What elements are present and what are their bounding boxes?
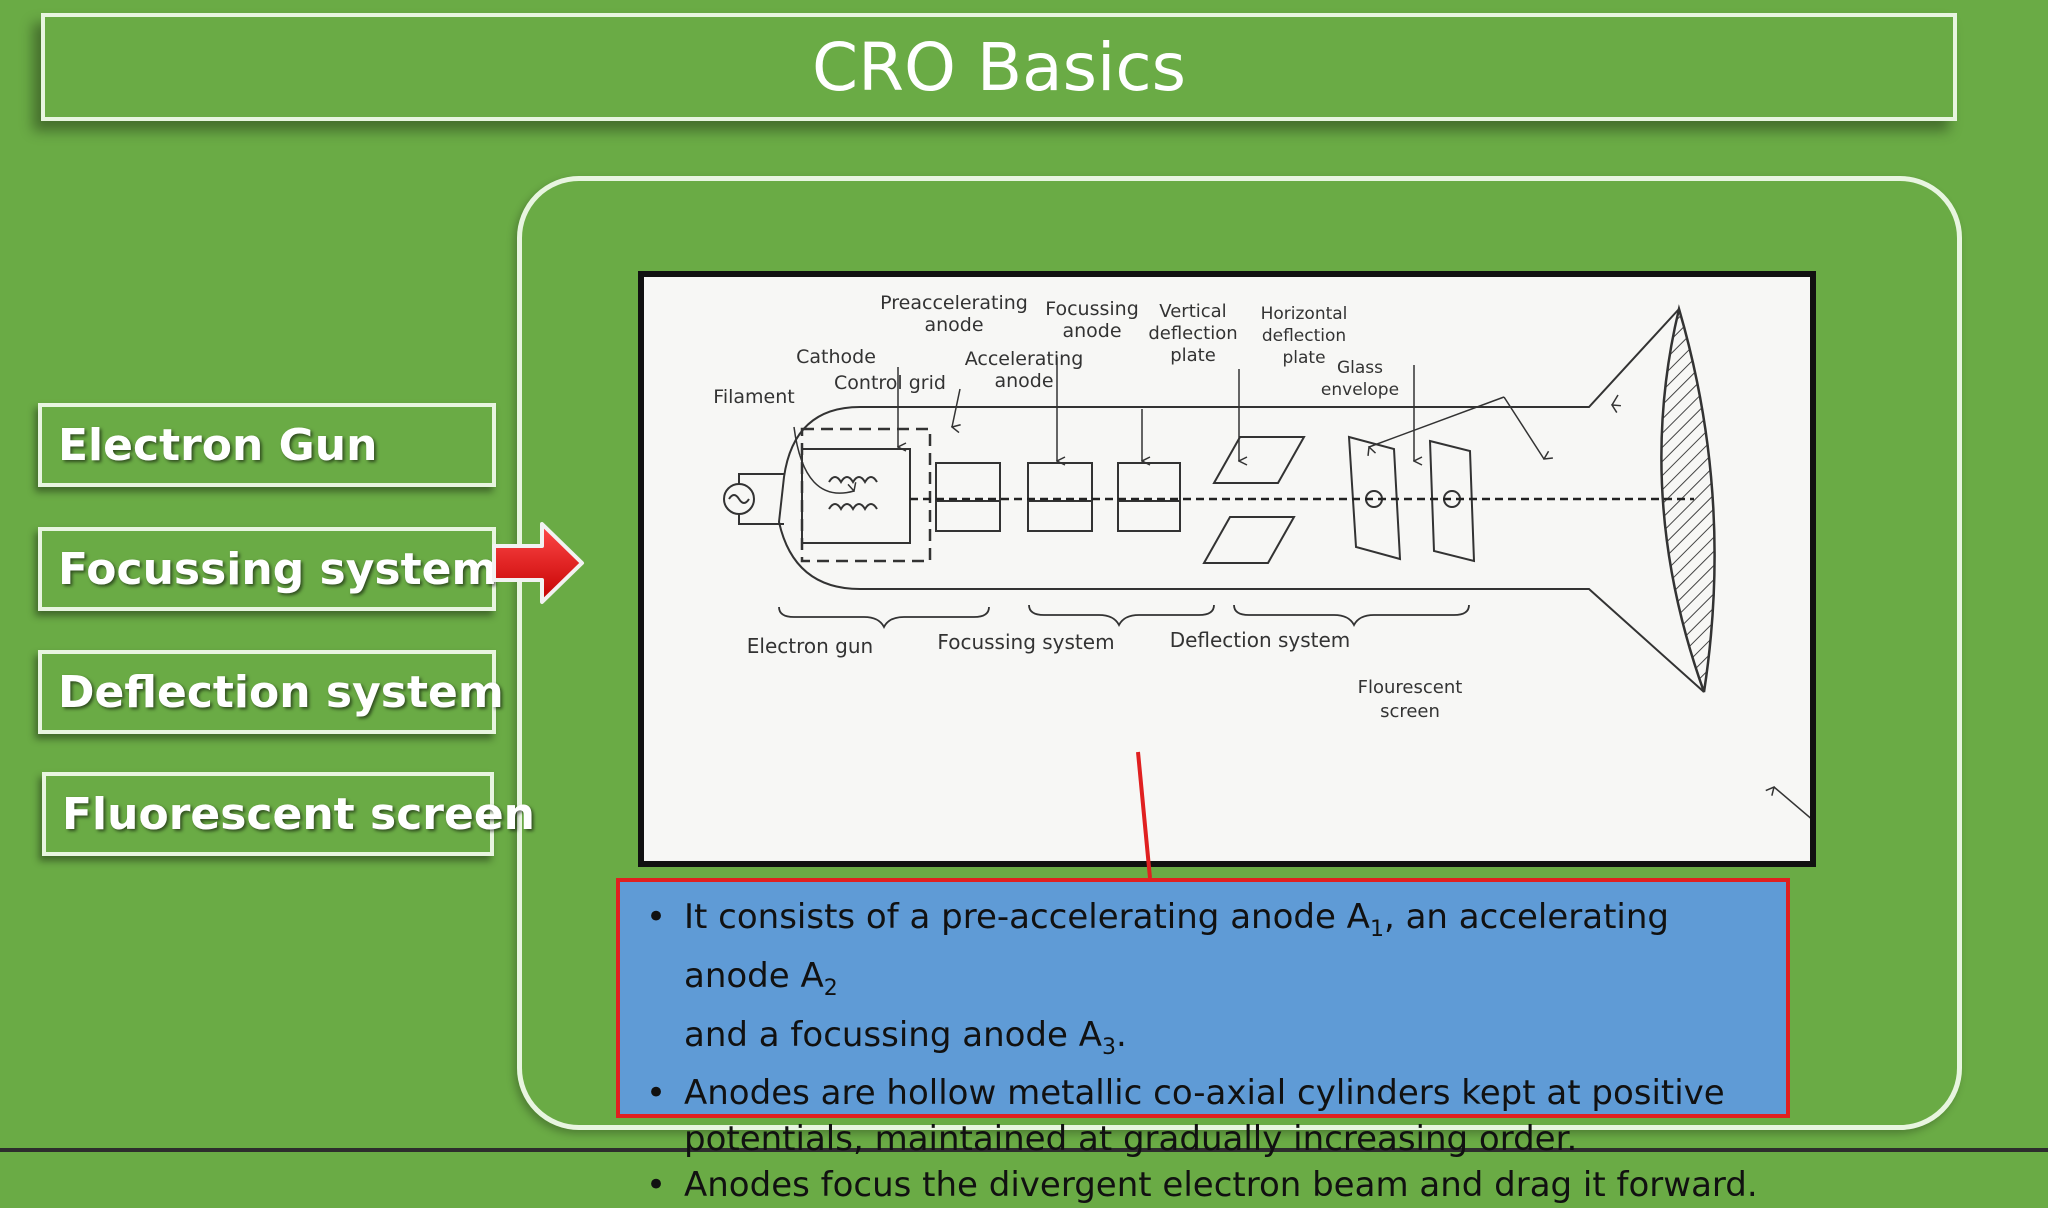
slide-title: CRO Basics bbox=[812, 28, 1186, 106]
menu-item-fluorescent-screen[interactable]: Fluorescent screen bbox=[42, 772, 535, 856]
note-text: . bbox=[1116, 1014, 1127, 1055]
label-deflection-system: Deflection system bbox=[1170, 628, 1351, 652]
title-bar: CRO Basics bbox=[41, 13, 1957, 121]
label-horizontal-plate-1: Horizontal bbox=[1261, 304, 1348, 324]
label-accelerating-anode-2: anode bbox=[994, 370, 1053, 392]
label-control-grid: Control grid bbox=[834, 372, 946, 394]
note-bullet-2: Anodes are hollow metallic co-axial cyli… bbox=[638, 1070, 1766, 1162]
brace-electron-gun bbox=[778, 606, 990, 630]
label-focussing-anode-1: Focussing bbox=[1045, 298, 1139, 320]
glass-envelope bbox=[777, 308, 1705, 693]
subscript: 1 bbox=[1369, 916, 1384, 942]
label-screen-2: screen bbox=[1380, 701, 1440, 722]
note-bullet-3: Anodes focus the divergent electron beam… bbox=[638, 1162, 1766, 1208]
filament-coil bbox=[828, 476, 878, 511]
label-cathode: Cathode bbox=[796, 346, 876, 368]
menu-item-label: Fluorescent screen bbox=[62, 788, 535, 840]
label-horizontal-plate-3: plate bbox=[1282, 348, 1325, 368]
label-preaccelerating-anode-1: Preaccelerating bbox=[880, 292, 1028, 314]
control-grid bbox=[800, 427, 932, 563]
pointer-arrow-icon bbox=[492, 522, 584, 604]
note-text: Anodes focus the divergent electron beam… bbox=[684, 1165, 1758, 1206]
note-text: and a focussing anode A bbox=[684, 1014, 1102, 1055]
fluorescent-screen bbox=[1660, 304, 1716, 693]
focussing-anode bbox=[1117, 462, 1181, 502]
label-filament: Filament bbox=[713, 386, 794, 408]
label-horizontal-plate-2: deflection bbox=[1262, 326, 1346, 346]
label-electron-gun: Electron gun bbox=[747, 634, 873, 658]
horizontal-deflection-plate-1 bbox=[1347, 435, 1402, 561]
brace-focussing-system bbox=[1028, 604, 1215, 628]
label-vertical-plate-1: Vertical bbox=[1159, 301, 1226, 322]
menu-item-electron-gun[interactable]: Electron Gun bbox=[38, 403, 496, 487]
menu-item-label: Electron Gun bbox=[58, 419, 378, 471]
preaccelerating-anode bbox=[935, 462, 1001, 502]
brace-deflection-system bbox=[1233, 604, 1470, 628]
subscript: 3 bbox=[1102, 1034, 1116, 1060]
cathode-box bbox=[801, 448, 911, 544]
menu-item-label: Deflection system bbox=[58, 666, 504, 718]
vertical-deflection-plate-bottom bbox=[1202, 516, 1296, 564]
note-text: , an accelerating anode A bbox=[684, 897, 1669, 996]
subscript: 2 bbox=[823, 975, 838, 1001]
accelerating-anode bbox=[1027, 462, 1093, 502]
menu-item-deflection-system[interactable]: Deflection system bbox=[38, 650, 504, 734]
crt-diagram: Preaccelerating anode Focussing anode Ve… bbox=[638, 271, 1816, 867]
vertical-deflection-plate-top bbox=[1212, 436, 1306, 484]
menu-item-focussing-system[interactable]: Focussing system bbox=[38, 527, 498, 611]
label-focussing-system: Focussing system bbox=[937, 630, 1114, 654]
label-vertical-plate-3: plate bbox=[1170, 345, 1216, 366]
label-focussing-anode-2: anode bbox=[1062, 320, 1121, 342]
label-accelerating-anode-1: Accelerating bbox=[965, 348, 1084, 370]
label-screen-1: Flourescent bbox=[1358, 677, 1463, 698]
note-text: Anodes are hollow metallic co-axial cyli… bbox=[684, 1073, 1725, 1114]
notes-list: It consists of a pre-accelerating anode … bbox=[638, 894, 1766, 1208]
crt-diagram-drawing: Preaccelerating anode Focussing anode Ve… bbox=[713, 292, 1810, 819]
note-bullet-1: It consists of a pre-accelerating anode … bbox=[638, 894, 1766, 1070]
note-text: potentials, maintained at gradually incr… bbox=[684, 1119, 1578, 1160]
notes-box: It consists of a pre-accelerating anode … bbox=[616, 878, 1790, 1208]
label-preaccelerating-anode-2: anode bbox=[924, 314, 983, 336]
label-glass-envelope-2: envelope bbox=[1321, 380, 1399, 400]
menu-item-label: Focussing system bbox=[58, 543, 498, 595]
horizontal-deflection-plate-2 bbox=[1428, 439, 1476, 563]
label-glass-envelope-1: Glass bbox=[1337, 358, 1383, 378]
label-vertical-plate-2: deflection bbox=[1148, 323, 1237, 344]
note-text: It consists of a pre-accelerating anode … bbox=[684, 897, 1370, 937]
